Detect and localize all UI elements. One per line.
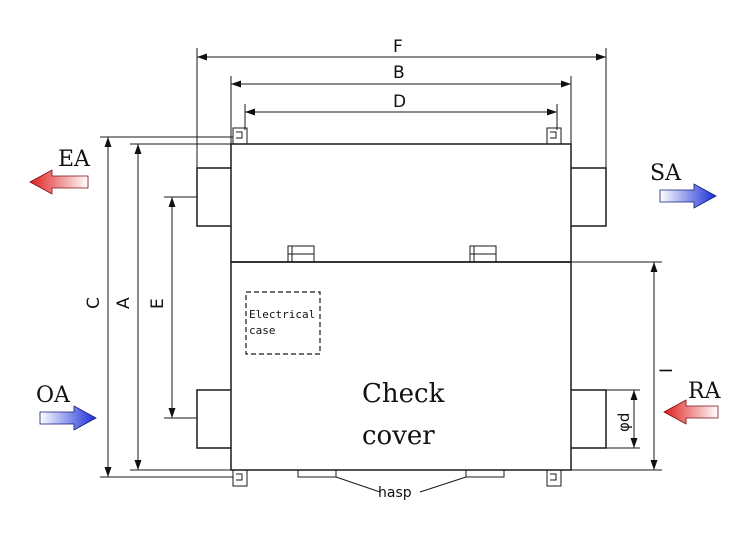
oa-arrow-icon — [39, 405, 97, 431]
sa-label: SA — [650, 161, 682, 186]
ea-arrow-icon — [29, 169, 89, 195]
dimension-E: E — [148, 196, 197, 419]
electrical-case: Electrical case — [245, 291, 321, 355]
dimension-label-D: D — [393, 92, 406, 112]
dimension-F: F — [196, 37, 607, 168]
top-handles — [287, 245, 497, 263]
dimension-label-F: F — [393, 37, 403, 57]
dimension-phi-d: φd — [606, 389, 640, 449]
dimension-A: A — [114, 143, 231, 471]
ra-arrow-icon — [663, 399, 719, 425]
ra-label: RA — [688, 379, 722, 404]
sa-arrow-icon — [659, 183, 717, 209]
electrical-case-label-line1: Electrical — [249, 308, 315, 321]
oa-label: OA — [36, 383, 71, 408]
hasp-callout: hasp — [335, 476, 467, 501]
airflow-ra: RA — [663, 379, 722, 425]
dimension-label-phi-d: φd — [615, 413, 633, 432]
check-cover-label-line2: cover — [362, 421, 435, 451]
upper-housing — [196, 127, 607, 470]
lower-housing — [196, 261, 607, 487]
dimension-D: D — [244, 92, 558, 130]
airflow-sa: SA — [650, 161, 717, 209]
dimension-label-C: C — [84, 297, 104, 309]
airflow-ea: EA — [29, 147, 91, 195]
electrical-case-label-line2: case — [249, 324, 276, 337]
dimension-C: C — [84, 136, 233, 478]
dimension-label-I: I — [657, 368, 677, 373]
hasp-label: hasp — [378, 485, 412, 501]
check-cover-label-line1: Check — [362, 379, 445, 409]
ea-label: EA — [58, 147, 91, 172]
dimension-I: I — [571, 261, 677, 471]
dimension-label-A: A — [114, 297, 134, 309]
airflow-oa: OA — [36, 383, 97, 431]
dimension-B: B — [230, 63, 572, 144]
dimension-label-B: B — [393, 63, 405, 83]
dimension-label-E: E — [148, 298, 168, 309]
